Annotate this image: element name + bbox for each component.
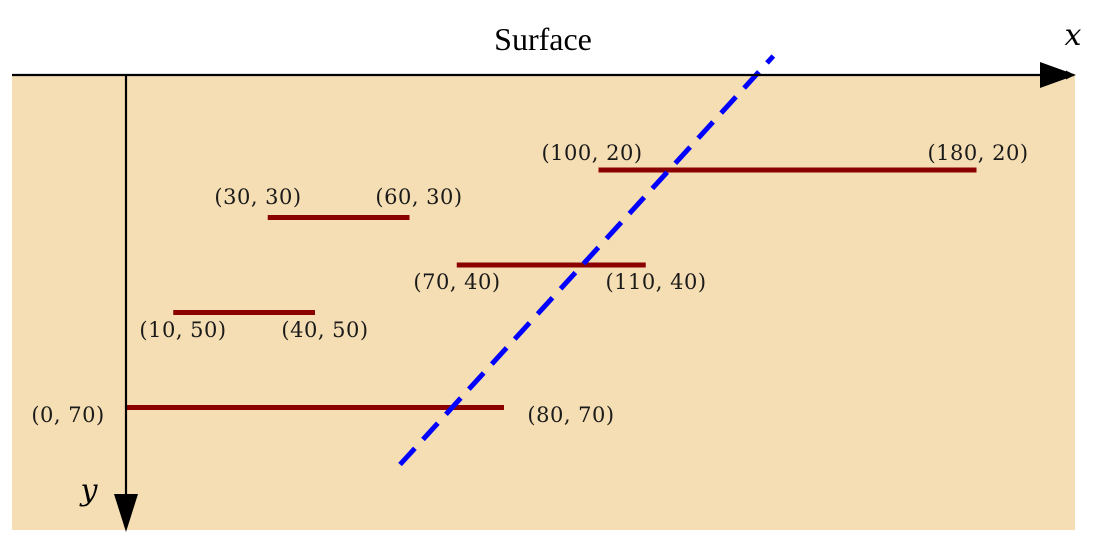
label-seg4-start: (10, 50) xyxy=(139,318,226,342)
y-axis-arrowhead xyxy=(114,494,138,532)
y-axis-label: y xyxy=(79,473,99,508)
label-seg1-start: (100, 20) xyxy=(541,141,642,165)
label-seg5-end: (80, 70) xyxy=(527,403,614,427)
ground-region xyxy=(12,74,1075,530)
label-seg4-end: (40, 50) xyxy=(281,318,368,342)
labels-layer: (100, 20) (180, 20) (30, 30) (60, 30) (7… xyxy=(31,141,1028,427)
fault-line xyxy=(398,54,776,467)
label-seg2-end: (60, 30) xyxy=(375,185,462,209)
label-seg1-end: (180, 20) xyxy=(927,141,1028,165)
label-seg3-end: (110, 40) xyxy=(605,270,706,294)
surface-label: Surface xyxy=(494,21,592,57)
x-axis-label: x xyxy=(1065,18,1082,53)
label-seg5-start: (0, 70) xyxy=(31,403,104,427)
label-seg3-start: (70, 40) xyxy=(413,270,500,294)
x-axis-arrowhead xyxy=(1040,62,1076,88)
segments-layer xyxy=(126,167,977,410)
label-seg2-start: (30, 30) xyxy=(214,185,301,209)
